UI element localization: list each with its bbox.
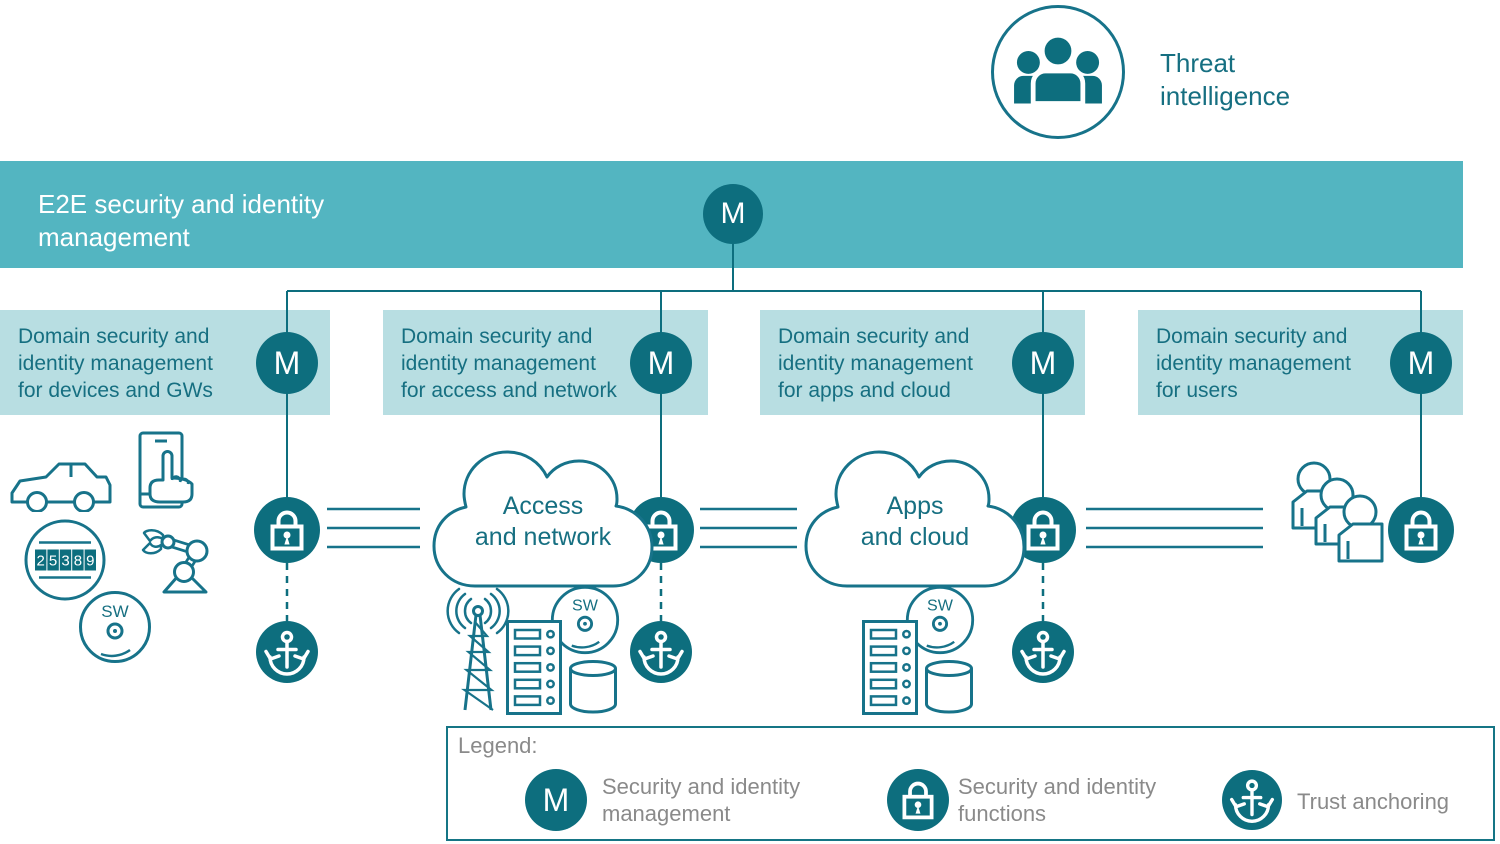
e2e-banner: E2E security and identity management (0, 161, 1463, 268)
lock-icon (1026, 510, 1060, 551)
anchor-icon (638, 630, 684, 676)
meter-digit: 9 (86, 553, 94, 570)
anchor-badge-access (630, 621, 692, 683)
database-cylinder-icon (925, 660, 973, 714)
domain-box-users-label: Domain security and identity management … (1156, 325, 1351, 402)
legend-m-badge: M (525, 769, 587, 831)
domain-box-access-network: Domain security and identity management … (383, 310, 708, 415)
meter-digit: 8 (74, 553, 82, 570)
cloud-access-network (432, 450, 654, 588)
threat-label-line: Threat (1160, 48, 1236, 78)
sw-label: SW (927, 597, 954, 615)
legend-lock-badge (887, 769, 949, 831)
banner-title-line: management (38, 222, 190, 252)
radio-tower-icon (446, 587, 510, 711)
anchor-icon (1229, 779, 1275, 823)
sw-label: SW (101, 602, 128, 621)
anchor-badge-devices (256, 621, 318, 683)
m-letter: M (647, 345, 675, 381)
car-icon (10, 462, 112, 512)
lock-icon (902, 781, 934, 820)
meter-icon: 2 5 3 8 9 (24, 519, 106, 601)
anchor-icon (264, 630, 310, 676)
legend-label-trust-anchoring: Trust anchoring (1297, 789, 1450, 814)
m-letter: M (542, 782, 570, 818)
m-letter: M (720, 197, 746, 230)
lock-icon (1404, 510, 1438, 551)
robot-arm-icon (141, 529, 209, 594)
e2e-banner-title: E2E security and identity management (38, 188, 324, 254)
m-letter: M (1407, 345, 1435, 381)
cloud-apps-cloud-label: Apps and cloud (860, 492, 970, 551)
m-letter: M (273, 345, 301, 381)
lock-badge-devices (254, 497, 320, 563)
m-letter: M (1029, 345, 1057, 381)
domain-box-access-network-label: Domain security and identity management … (401, 325, 617, 402)
domain-box-devices-label: Domain security and identity management … (18, 325, 213, 402)
legend-title: Legend: (458, 733, 538, 758)
server-rack-icon (862, 620, 918, 715)
domain-m-badge-access: M (630, 332, 692, 394)
anchor-badge-apps (1012, 621, 1074, 683)
threat-label-line: intelligence (1160, 81, 1291, 111)
sw-disc-icon: SW (79, 591, 151, 663)
domain-m-badge-devices: M (256, 332, 318, 394)
meter-digit: 5 (49, 553, 57, 570)
domain-m-badge-users: M (1390, 332, 1452, 394)
cloud-access-network-label: Access and network (474, 492, 612, 551)
lock-badge-users (1388, 497, 1454, 563)
banner-title-line: E2E security and identity (38, 189, 325, 219)
legend-box (446, 726, 1495, 841)
legend-label-functions: Security and identity functions (958, 774, 1157, 826)
threat-intelligence-circle (991, 5, 1125, 139)
people-group-icon (1014, 32, 1102, 106)
users-group-icon (1291, 461, 1384, 563)
anchor-icon (1020, 630, 1066, 676)
legend-anchor-badge (1222, 770, 1282, 830)
legend-label-management: Security and identity management (602, 774, 801, 826)
smartphone-touch-icon (138, 431, 194, 509)
domain-box-devices: Domain security and identity management … (0, 310, 330, 415)
sw-label: SW (572, 597, 599, 615)
database-cylinder-icon (569, 660, 617, 714)
domain-m-badge-apps: M (1012, 332, 1074, 394)
server-rack-icon (506, 620, 562, 715)
e2e-m-badge: M (703, 184, 763, 244)
threat-intelligence-label: Threat intelligence (1160, 47, 1290, 113)
lock-icon (270, 510, 304, 551)
cloud-apps-cloud (804, 450, 1026, 588)
meter-digit: 2 (37, 553, 45, 570)
domain-box-apps-cloud-label: Domain security and identity management … (778, 325, 973, 402)
meter-digit: 3 (61, 553, 69, 570)
